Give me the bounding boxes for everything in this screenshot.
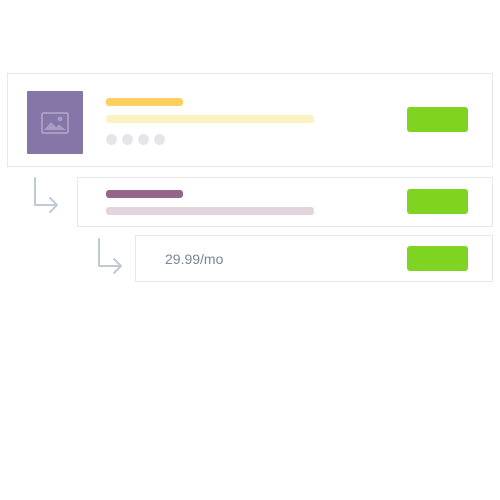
product-title-placeholder bbox=[106, 98, 183, 106]
price-label: 29.99/mo bbox=[165, 251, 224, 267]
variant-description-placeholder bbox=[106, 207, 314, 215]
product-card bbox=[7, 73, 493, 167]
variant-title-placeholder bbox=[106, 190, 183, 198]
rating-dot bbox=[122, 134, 133, 145]
corner-down-right-arrow-icon bbox=[98, 238, 122, 274]
image-icon bbox=[41, 111, 69, 134]
product-description-placeholder bbox=[106, 115, 314, 123]
rating-dots bbox=[106, 134, 165, 145]
variant-action-button[interactable] bbox=[407, 189, 468, 214]
product-action-button[interactable] bbox=[407, 107, 468, 132]
product-thumbnail bbox=[27, 91, 83, 154]
price-action-button[interactable] bbox=[407, 246, 468, 271]
corner-down-right-arrow-icon bbox=[34, 177, 58, 213]
rating-dot bbox=[138, 134, 149, 145]
rating-dot bbox=[154, 134, 165, 145]
price-card: 29.99/mo bbox=[135, 235, 493, 282]
variant-card bbox=[77, 177, 493, 227]
rating-dot bbox=[106, 134, 117, 145]
